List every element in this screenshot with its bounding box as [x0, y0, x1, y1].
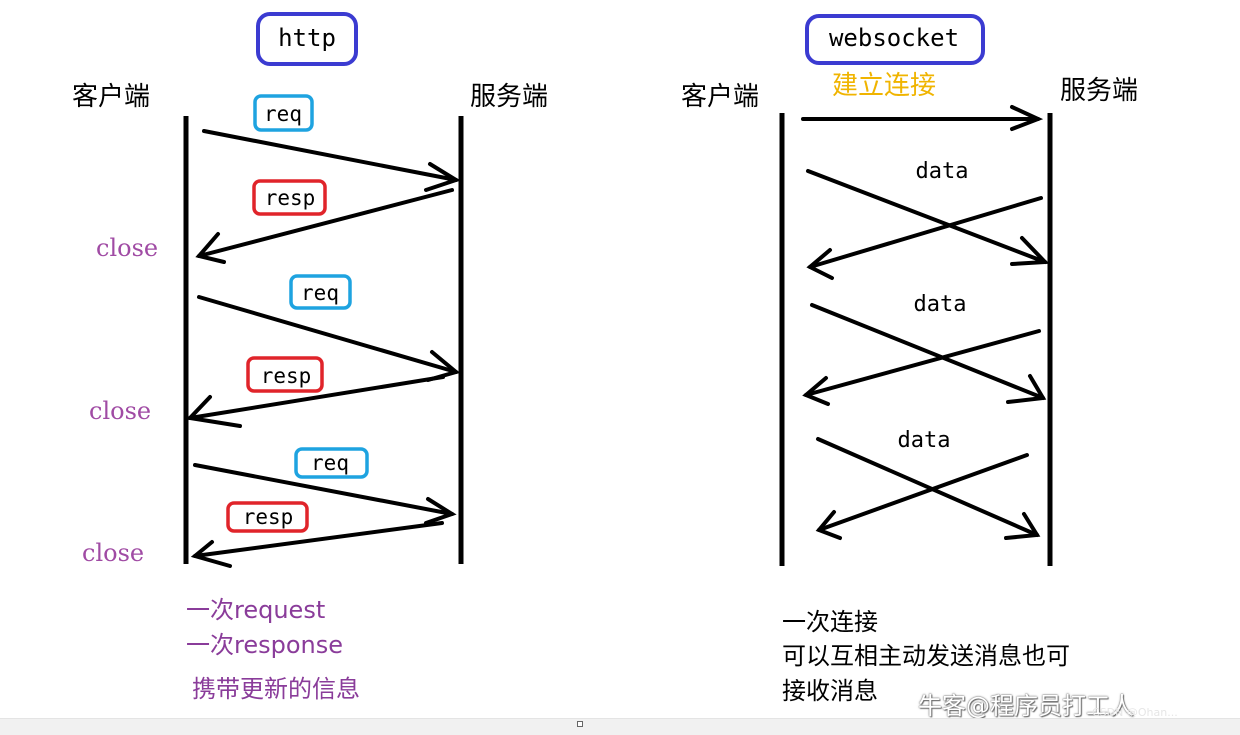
req-label-2: req	[301, 281, 339, 305]
http-note-3: 携带更新的信息	[192, 675, 360, 703]
data-arrow-1-to-client	[806, 196, 1043, 280]
data-arrow-3-to-client	[815, 453, 1029, 540]
websocket-server-label: 服务端	[1060, 76, 1138, 106]
websocket-section: websocket 建立连接 客户端 服务端 data data	[681, 14, 1138, 705]
resp-label-1: resp	[265, 186, 316, 210]
websocket-note-2: 可以互相主动发送消息也可	[782, 642, 1070, 670]
data-arrow-2-to-server	[810, 303, 1047, 404]
websocket-title-box	[805, 14, 985, 65]
http-client-label: 客户端	[72, 82, 150, 112]
req-arrow-3	[193, 463, 457, 525]
req-arrow-1	[202, 129, 461, 192]
http-note-1: 一次request	[186, 596, 325, 624]
req-label-3: req	[311, 451, 349, 475]
websocket-connect-label: 建立连接	[832, 71, 936, 101]
websocket-client-label: 客户端	[681, 82, 759, 112]
data-arrow-1-to-server	[806, 169, 1050, 266]
http-title-box	[256, 12, 358, 66]
websocket-note-1: 一次连接	[782, 608, 878, 636]
websocket-note-3: 接收消息	[782, 677, 878, 705]
watermark-sub: CSDN @Ohan...	[1092, 706, 1178, 719]
close-label-2: close	[89, 397, 151, 425]
resp-label-3: resp	[243, 505, 294, 529]
websocket-title: websocket	[829, 24, 959, 52]
http-note-2: 一次response	[186, 631, 343, 659]
watermark: 牛客@程序员打工人	[918, 692, 1134, 720]
data-label-2: data	[914, 292, 967, 317]
close-label-1: close	[96, 234, 158, 262]
req-box-1	[253, 94, 314, 132]
close-label-3: close	[82, 539, 144, 567]
page-footer-bar	[0, 718, 1240, 735]
req-box-3	[294, 447, 369, 479]
resp-arrow-2	[185, 375, 445, 428]
resp-box-2	[246, 356, 324, 393]
resp-arrow-1	[195, 188, 454, 264]
connect-arrow	[801, 105, 1044, 131]
data-label-3: data	[898, 428, 951, 453]
data-arrow-3-to-server	[816, 437, 1041, 540]
resp-label-2: resp	[261, 364, 312, 388]
http-server-label: 服务端	[470, 82, 548, 112]
req-label-1: req	[264, 102, 302, 126]
http-section: http 客户端 服务端 req resp close req resp	[72, 12, 548, 703]
data-arrow-2-to-client	[802, 329, 1041, 406]
resp-box-1	[252, 179, 327, 216]
resp-arrow-3	[190, 521, 444, 568]
req-box-2	[289, 274, 352, 310]
resp-box-3	[226, 501, 309, 533]
data-label-1: data	[916, 159, 969, 184]
http-title: http	[278, 24, 336, 52]
resize-handle-icon[interactable]	[577, 721, 583, 727]
